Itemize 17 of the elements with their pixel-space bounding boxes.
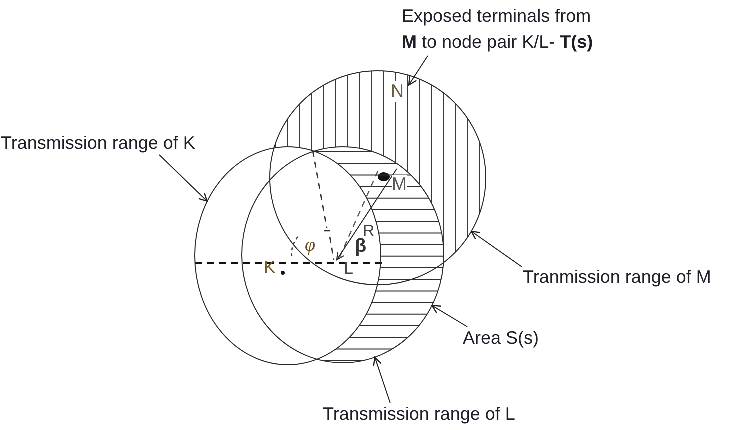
point-label: N	[390, 81, 405, 102]
leader-arrow	[408, 56, 428, 86]
angle-label: φ	[305, 236, 316, 255]
angle-label: β	[355, 237, 367, 256]
radius-label: R	[363, 224, 375, 240]
annotation-text: Transmission range of K	[1, 133, 196, 154]
leader-arrow	[373, 356, 391, 404]
leader-arrow	[158, 154, 208, 202]
point-label: K	[264, 259, 276, 276]
annotation-text: Transmission range of L	[323, 404, 516, 425]
leader-arrow	[432, 305, 468, 328]
point-label: M	[392, 175, 407, 193]
point-label: L	[344, 260, 354, 277]
annotation-text: Tranmission range of M	[523, 267, 712, 288]
annotation-text: Area S(s)	[463, 328, 540, 349]
annotation-text: Exposed terminals from M to node pair K/L- T(s)	[402, 5, 594, 54]
leader-arrow	[470, 230, 522, 268]
